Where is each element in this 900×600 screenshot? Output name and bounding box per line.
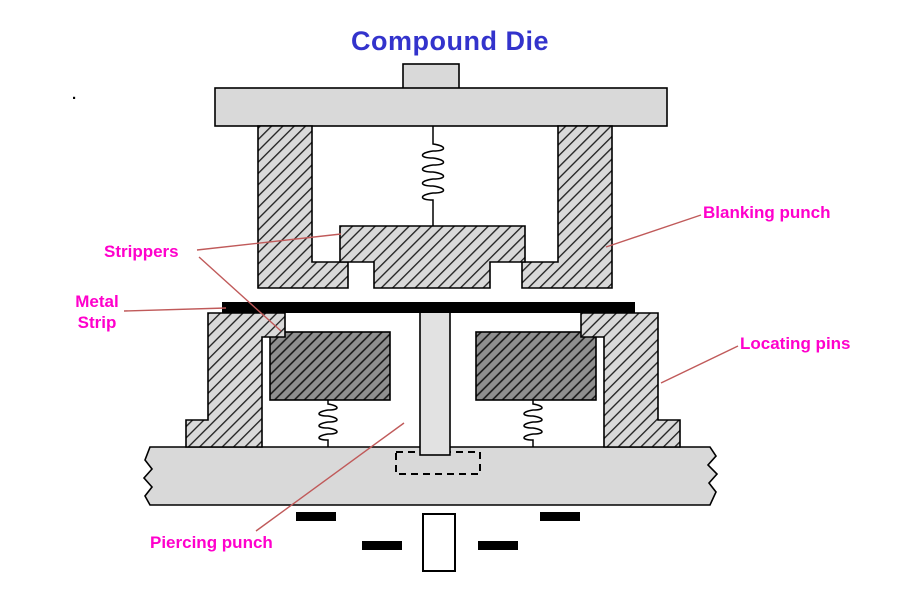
leader-lines: [123, 214, 739, 532]
upper-right-wall: [521, 125, 613, 289]
lower-left-wall: [185, 312, 286, 448]
base-plate: [142, 446, 719, 506]
punch-shank: [402, 63, 460, 90]
leader-piercing-punch: [255, 422, 405, 532]
label-piercing-punch: Piercing punch: [150, 533, 273, 552]
leader-strippers-lower: [198, 256, 282, 332]
label-strippers: Strippers: [104, 242, 179, 261]
blanking-punch-block: [339, 225, 526, 289]
stray-dot: .: [72, 86, 77, 103]
label-blanking-punch: Blanking punch: [703, 203, 831, 222]
label-metal-strip: Metal Strip: [75, 292, 119, 333]
right-die-block: [475, 331, 597, 401]
left-lower-spring: [318, 400, 338, 447]
right-lower-spring: [523, 400, 543, 447]
label-locating-pins: Locating pins: [740, 334, 851, 353]
top-plate: [214, 87, 668, 127]
scrap-piece-2: [540, 512, 580, 521]
scrap-piece-4: [478, 541, 518, 550]
leader-strippers-upper: [196, 233, 342, 251]
metal-strip-bar: [222, 302, 635, 313]
diagram-title: Compound Die: [351, 26, 549, 56]
lower-right-wall: [580, 312, 681, 448]
blanked-slug: [422, 513, 456, 572]
left-die-block: [269, 331, 391, 401]
piercing-punch-column: [419, 307, 451, 456]
upper-spring: [421, 126, 445, 226]
scrap-piece-3: [362, 541, 402, 550]
upper-left-wall: [257, 125, 349, 289]
leader-metal-strip: [123, 307, 227, 312]
leader-blanking-punch: [605, 214, 702, 248]
scrap-piece-1: [296, 512, 336, 521]
leader-locating-pins: [660, 345, 739, 384]
